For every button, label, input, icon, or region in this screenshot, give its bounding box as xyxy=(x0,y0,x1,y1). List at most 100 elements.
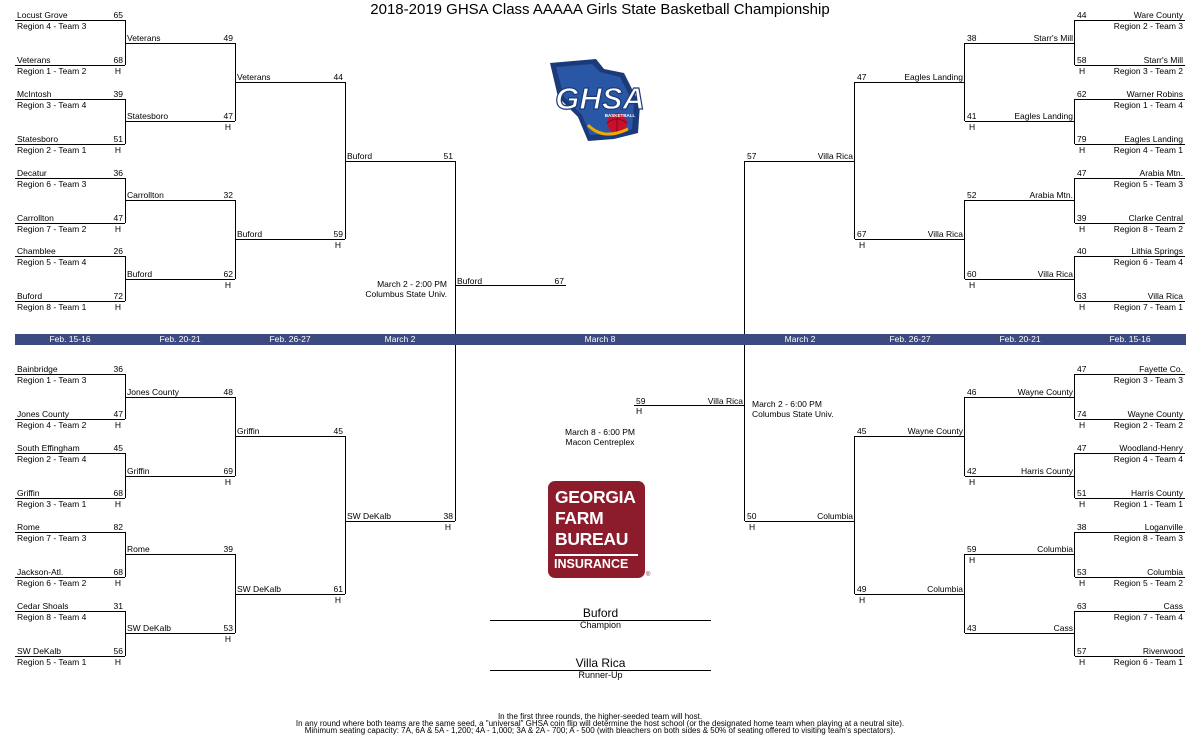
team-score: 39 xyxy=(113,89,123,99)
round3-name: Griffin xyxy=(237,426,260,436)
team-seed: Region 5 - Team 2 xyxy=(1113,578,1183,588)
team-score: 40 xyxy=(1077,246,1087,256)
team-seed: Region 4 - Team 1 xyxy=(1113,145,1183,155)
date-label: March 2 xyxy=(784,334,816,344)
round4-name: Buford xyxy=(347,151,373,161)
home-marker: H xyxy=(1079,578,1086,588)
round2-name: Villa Rica xyxy=(1037,269,1073,279)
round3-score: 61 xyxy=(333,584,343,594)
team-name: Jackson-Atl. xyxy=(17,567,64,577)
footer-note: Minimum seating capacity: 7A, 6A & 5A - … xyxy=(304,726,896,735)
team-score: 63 xyxy=(1077,291,1087,301)
team-score: 47 xyxy=(1077,364,1087,374)
home-marker: H xyxy=(114,420,121,430)
team-seed: Region 3 - Team 4 xyxy=(17,100,87,110)
team-seed: Region 8 - Team 3 xyxy=(1113,533,1183,543)
ghsa-logo: GHSA BASKETBALL xyxy=(550,59,645,141)
team-name: Riverwood xyxy=(1142,646,1183,656)
team-seed: Region 8 - Team 1 xyxy=(17,302,87,312)
home-marker: H xyxy=(636,406,643,416)
team-seed: Region 2 - Team 4 xyxy=(17,454,87,464)
team-name: SW DeKalb xyxy=(17,646,61,656)
team-name: Fayette Co. xyxy=(1139,364,1183,374)
team-score: 31 xyxy=(113,601,123,611)
team-score: 62 xyxy=(1077,89,1087,99)
round3-name: Buford xyxy=(237,229,263,239)
round2-score: 43 xyxy=(967,623,977,633)
team-name: Jones County xyxy=(17,409,69,419)
round2-score: 53 xyxy=(223,623,233,633)
round4-score: 50 xyxy=(747,511,757,521)
team-name: Warner Robins xyxy=(1126,89,1183,99)
home-marker: H xyxy=(1079,302,1086,312)
team-score: 38 xyxy=(1077,522,1087,532)
team-name: Rome xyxy=(17,522,40,532)
team-score: 56 xyxy=(113,646,123,656)
round2-score: 59 xyxy=(967,544,977,554)
final-right-score: 59 xyxy=(636,396,646,406)
team-seed: Region 7 - Team 2 xyxy=(17,224,87,234)
team-seed: Region 1 - Team 1 xyxy=(1113,499,1183,509)
team-name: Griffin xyxy=(17,488,40,498)
home-marker: H xyxy=(1079,420,1086,430)
home-marker: H xyxy=(114,224,121,234)
round2-name: Jones County xyxy=(127,387,179,397)
team-name: Ware County xyxy=(1133,10,1183,20)
round3-score: 59 xyxy=(333,229,343,239)
team-seed: Region 2 - Team 1 xyxy=(17,145,87,155)
team-name: Chamblee xyxy=(17,246,56,256)
round3-score: 49 xyxy=(857,584,867,594)
round2-score: 39 xyxy=(223,544,233,554)
team-score: 51 xyxy=(113,134,123,144)
round2-score: 47 xyxy=(223,111,233,121)
team-seed: Region 6 - Team 1 xyxy=(1113,657,1183,667)
team-seed: Region 4 - Team 4 xyxy=(1113,454,1183,464)
home-marker: H xyxy=(969,122,976,132)
date-label: Feb. 20-21 xyxy=(999,334,1041,344)
round3-name: Eagles Landing xyxy=(904,72,963,82)
round2-name: Harris County xyxy=(1021,466,1073,476)
team-name: Cass xyxy=(1163,601,1183,611)
team-name: Decatur xyxy=(17,168,47,178)
round4-score: 57 xyxy=(747,151,757,161)
round3-score: 67 xyxy=(857,229,867,239)
round2-name: Wayne County xyxy=(1017,387,1073,397)
round4-score: 38 xyxy=(443,511,453,521)
team-seed: Region 8 - Team 4 xyxy=(17,612,87,622)
round2-score: 41 xyxy=(967,111,977,121)
home-marker: H xyxy=(224,477,231,487)
round2-name: Cass xyxy=(1053,623,1073,633)
footer-note: In the first three rounds, the higher-se… xyxy=(497,712,703,721)
runner-up-name: Villa Rica xyxy=(575,656,626,670)
team-score: 45 xyxy=(113,443,123,453)
round2-name: Rome xyxy=(127,544,150,554)
round3-score: 44 xyxy=(333,72,343,82)
home-marker: H xyxy=(969,555,976,565)
round4-name: Villa Rica xyxy=(817,151,853,161)
team-seed: Region 3 - Team 3 xyxy=(1113,375,1183,385)
date-label: Feb. 26-27 xyxy=(889,334,931,344)
team-score: 82 xyxy=(113,522,123,532)
runner-up-label: Runner-Up xyxy=(578,670,623,680)
round2-name: Veterans xyxy=(127,33,161,43)
round2-score: 32 xyxy=(223,190,233,200)
round3-name: SW DeKalb xyxy=(237,584,281,594)
team-seed: Region 5 - Team 4 xyxy=(17,257,87,267)
date-label: Feb. 26-27 xyxy=(269,334,311,344)
team-seed: Region 6 - Team 2 xyxy=(17,578,87,588)
team-score: 79 xyxy=(1077,134,1087,144)
team-score: 65 xyxy=(113,10,123,20)
team-name: Locust Grove xyxy=(17,10,68,20)
home-marker: H xyxy=(224,280,231,290)
home-marker: H xyxy=(114,499,121,509)
team-score: 68 xyxy=(113,55,123,65)
footer-note: In any round where both teams are the sa… xyxy=(295,719,905,728)
team-seed: Region 3 - Team 1 xyxy=(17,499,87,509)
round3-name: Wayne County xyxy=(907,426,963,436)
round2-score: 62 xyxy=(223,269,233,279)
home-marker: H xyxy=(1079,499,1086,509)
